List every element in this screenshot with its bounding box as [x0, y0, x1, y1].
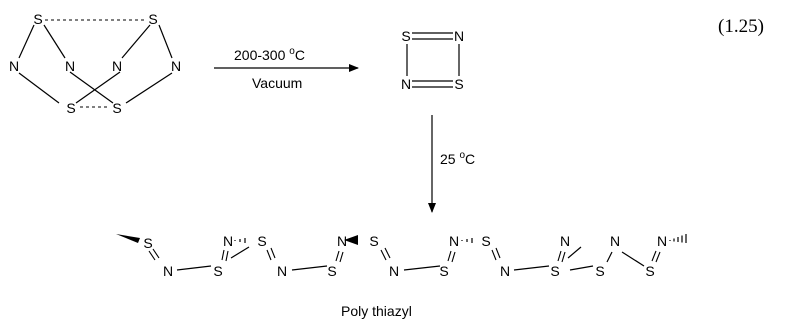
polythiazyl-atom-n: N: [449, 233, 459, 249]
s2n2-atom-s: S: [401, 28, 410, 44]
polythiazyl-caption: Poly thiazyl: [341, 303, 412, 319]
polythiazyl-atom-n: N: [337, 233, 347, 249]
s4n4-atom-s: S: [112, 100, 121, 116]
polythiazyl-atom-n: N: [500, 263, 510, 279]
reaction1-atmosphere: Vacuum: [252, 75, 302, 91]
polythiazyl-atom-s: S: [439, 263, 448, 279]
polythiazyl-atom-n: N: [163, 263, 173, 279]
reaction2-temperature: 25 oC: [440, 150, 475, 167]
polythiazyl-atom-n: N: [560, 233, 570, 249]
s4n4-molecule: S S N N N N S S: [9, 11, 181, 116]
polythiazyl-chain: S N S N S N S N S N S N S N S N S N S N: [116, 233, 687, 279]
polythiazyl-atom-s: S: [550, 263, 559, 279]
s4n4-atom-s: S: [148, 11, 157, 27]
s4n4-atom-n: N: [9, 58, 19, 74]
equation-number: (1.25): [718, 16, 764, 37]
s2n2-atom-n: N: [454, 28, 464, 44]
polythiazyl-atom-n: N: [610, 233, 620, 249]
polythiazyl-atom-s: S: [595, 263, 604, 279]
polythiazyl-atom-n: N: [223, 233, 233, 249]
s2n2-molecule: S N N S: [401, 28, 464, 92]
polythiazyl-atom-s: S: [369, 233, 378, 249]
s2n2-atom-n: N: [401, 76, 411, 92]
s4n4-atom-n: N: [65, 58, 75, 74]
polythiazyl-atom-s: S: [645, 263, 654, 279]
polythiazyl-atom-n: N: [657, 233, 667, 249]
polythiazyl-atom-n: N: [277, 263, 287, 279]
polythiazyl-atom-s: S: [213, 263, 222, 279]
s4n4-atom-n: N: [112, 58, 122, 74]
polythiazyl-atom-s: S: [257, 233, 266, 249]
s4n4-atom-s: S: [66, 100, 75, 116]
s2n2-atom-s: S: [454, 76, 463, 92]
s4n4-atom-s: S: [33, 11, 42, 27]
polythiazyl-atom-n: N: [389, 263, 399, 279]
polythiazyl-atom-s: S: [327, 263, 336, 279]
reaction1-temperature: 200-300 oC: [234, 46, 305, 63]
s4n4-atom-n: N: [171, 58, 181, 74]
polythiazyl-atom-s: S: [143, 235, 152, 251]
reaction-arrow-2: 25 oC: [428, 115, 475, 213]
reaction-arrow-1: 200-300 oC Vacuum: [214, 46, 359, 91]
polythiazyl-atom-s: S: [481, 233, 490, 249]
